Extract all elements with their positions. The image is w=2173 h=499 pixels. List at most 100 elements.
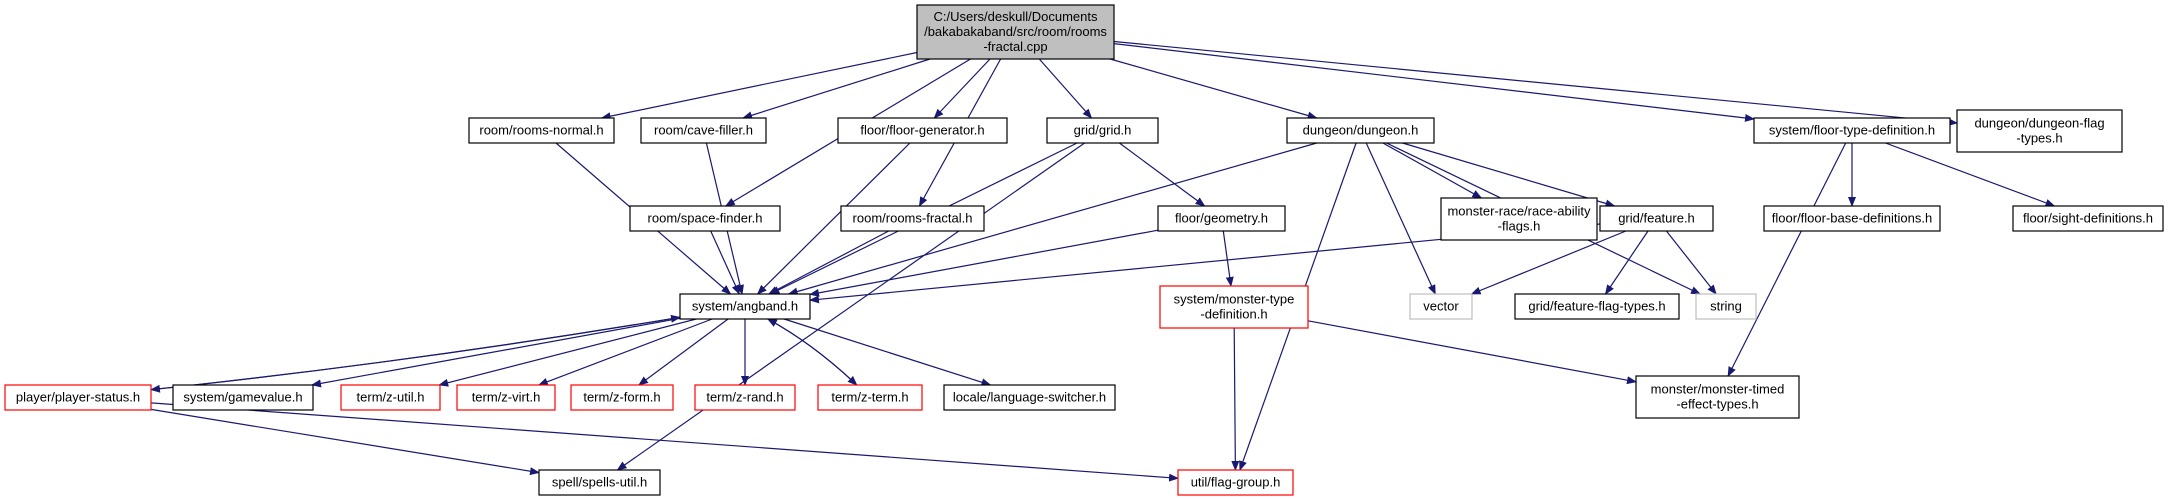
node-rooms-normal[interactable]: room/rooms-normal.h — [468, 117, 615, 144]
node-box-feature — [1599, 205, 1714, 232]
node-label-z-rand: term/z-rand.h — [706, 390, 783, 405]
edge-monster-type-definition-to-flag-group — [1231, 327, 1240, 471]
node-spells-util[interactable]: spell/spells-util.h — [538, 469, 661, 496]
node-feature-flag-types[interactable]: grid/feature-flag-types.h — [1514, 293, 1680, 320]
edge-geometry-to-angband — [809, 229, 1159, 297]
node-label-rooms-fractal: room/rooms-fractal.h — [853, 211, 973, 226]
node-geometry[interactable]: floor/geometry.h — [1157, 205, 1286, 232]
node-sight-definitions[interactable]: floor/sight-definitions.h — [2012, 205, 2164, 232]
node-box-z-term — [817, 384, 923, 411]
node-cave-filler[interactable]: room/cave-filler.h — [640, 117, 767, 144]
node-space-finder[interactable]: room/space-finder.h — [629, 205, 781, 232]
node-dungeon[interactable]: dungeon/dungeon.h — [1286, 117, 1435, 144]
node-box-floor-base-definitions — [1763, 205, 1941, 232]
node-label-z-form: term/z-form.h — [583, 390, 660, 405]
node-monster-type-definition[interactable]: system/monster-type-definition.h — [1159, 285, 1309, 329]
edge-root-to-floor-generator — [933, 58, 991, 119]
node-box-flag-group — [1177, 469, 1294, 496]
node-label-z-util: term/z-util.h — [357, 390, 425, 405]
edge-feature-to-feature-flag-types — [1604, 230, 1649, 295]
node-box-monster-timed-effect-types — [1635, 375, 1800, 419]
node-floor-generator[interactable]: floor/floor-generator.h — [837, 117, 1008, 144]
edge-root-to-dungeon-flag-types — [1113, 40, 1958, 127]
node-box-angband — [679, 293, 811, 320]
node-label-floor-type-definition: system/floor-type-definition.h — [1769, 123, 1935, 138]
node-box-geometry — [1157, 205, 1286, 232]
node-floor-type-definition[interactable]: system/floor-type-definition.h — [1753, 117, 1951, 144]
node-box-race-ability-flags — [1440, 197, 1598, 241]
node-box-dungeon-flag-types — [1956, 109, 2123, 153]
node-box-feature-flag-types — [1514, 293, 1680, 320]
node-label-dungeon-flag-types: -types.h — [2016, 131, 2062, 146]
node-label-feature-flag-types: grid/feature-flag-types.h — [1528, 299, 1665, 314]
node-box-sight-definitions — [2012, 205, 2164, 232]
node-box-vector — [1409, 293, 1473, 320]
node-label-spells-util: spell/spells-util.h — [552, 475, 647, 490]
edge-player-status-to-angband — [150, 314, 681, 391]
node-label-z-virt: term/z-virt.h — [472, 390, 541, 405]
node-label-race-ability-flags: -flags.h — [1498, 219, 1541, 234]
node-label-player-status: player/player-status.h — [16, 390, 140, 405]
node-label-monster-type-definition: -definition.h — [1200, 307, 1267, 322]
node-box-grid — [1046, 117, 1159, 144]
node-z-rand[interactable]: term/z-rand.h — [694, 384, 796, 411]
node-box-language-switcher — [943, 384, 1116, 411]
edge-angband-to-player-status — [150, 316, 681, 393]
edge-angband-to-z-util — [438, 318, 697, 387]
node-label-rooms-normal: room/rooms-normal.h — [479, 123, 603, 138]
node-label-dungeon-flag-types: dungeon/dungeon-flag — [1974, 116, 2104, 131]
node-box-gamevalue — [172, 384, 314, 411]
node-player-status[interactable]: player/player-status.h — [4, 384, 152, 411]
node-box-floor-generator — [837, 117, 1008, 144]
node-vector[interactable]: vector — [1409, 293, 1473, 320]
node-label-sight-definitions: floor/sight-definitions.h — [2023, 211, 2153, 226]
node-monster-timed-effect-types[interactable]: monster/monster-timed-effect-types.h — [1635, 375, 1800, 419]
node-angband[interactable]: system/angband.h — [679, 293, 811, 320]
edge-angband-to-language-switcher — [783, 318, 992, 387]
node-z-term[interactable]: term/z-term.h — [817, 384, 923, 411]
node-label-angband: system/angband.h — [692, 299, 798, 314]
edge-dungeon-to-race-ability-flags — [1382, 142, 1483, 199]
node-label-root: C:/Users/deskull/Documents — [934, 9, 1098, 24]
node-language-switcher[interactable]: locale/language-switcher.h — [943, 384, 1116, 411]
node-rooms-fractal[interactable]: room/rooms-fractal.h — [840, 205, 985, 232]
node-flag-group[interactable]: util/flag-group.h — [1177, 469, 1294, 496]
edge-root-to-grid — [1038, 58, 1093, 119]
node-label-root: /bakabakaband/src/room/rooms — [924, 24, 1107, 39]
node-string[interactable]: string — [1695, 293, 1757, 320]
edge-feature-to-string — [1665, 230, 1717, 295]
edge-angband-to-z-virt — [537, 318, 713, 386]
node-feature[interactable]: grid/feature.h — [1599, 205, 1714, 232]
node-gamevalue[interactable]: system/gamevalue.h — [172, 384, 314, 411]
edge-floor-type-definition-to-monster-timed-effect-types — [1727, 142, 1847, 377]
edge-grid-to-spells-util — [616, 142, 1085, 471]
edge-player-status-to-spells-util — [150, 408, 540, 476]
node-grid[interactable]: grid/grid.h — [1046, 117, 1159, 144]
node-box-dungeon — [1286, 117, 1435, 144]
edge-space-finder-to-angband — [710, 230, 740, 295]
node-label-dungeon: dungeon/dungeon.h — [1303, 123, 1419, 138]
edge-root-to-cave-filler — [742, 58, 931, 120]
edge-angband-to-z-form — [638, 318, 729, 386]
node-label-feature: grid/feature.h — [1618, 211, 1695, 226]
node-root[interactable]: C:/Users/deskull/Documents/bakabakaband/… — [916, 4, 1115, 60]
edge-root-to-rooms-normal — [600, 51, 918, 121]
edge-dungeon-to-angband — [787, 142, 1317, 296]
node-label-string: string — [1710, 299, 1742, 314]
edge-monster-type-definition-to-monster-timed-effect-types — [1307, 320, 1637, 385]
node-label-race-ability-flags: monster-race/race-ability — [1447, 204, 1591, 219]
edge-feature-to-vector — [1470, 230, 1627, 295]
node-box-z-util — [340, 384, 441, 411]
node-z-form[interactable]: term/z-form.h — [570, 384, 674, 411]
node-label-monster-type-definition: system/monster-type — [1174, 292, 1295, 307]
node-dungeon-flag-types[interactable]: dungeon/dungeon-flag-types.h — [1956, 109, 2123, 153]
node-label-geometry: floor/geometry.h — [1175, 211, 1268, 226]
edge-root-to-dungeon — [1109, 58, 1318, 120]
node-z-virt[interactable]: term/z-virt.h — [456, 384, 556, 411]
node-label-flag-group: util/flag-group.h — [1191, 475, 1281, 490]
node-z-util[interactable]: term/z-util.h — [340, 384, 441, 411]
node-race-ability-flags[interactable]: monster-race/race-ability-flags.h — [1440, 197, 1598, 241]
node-box-root — [916, 4, 1115, 60]
node-floor-base-definitions[interactable]: floor/floor-base-definitions.h — [1763, 205, 1941, 232]
